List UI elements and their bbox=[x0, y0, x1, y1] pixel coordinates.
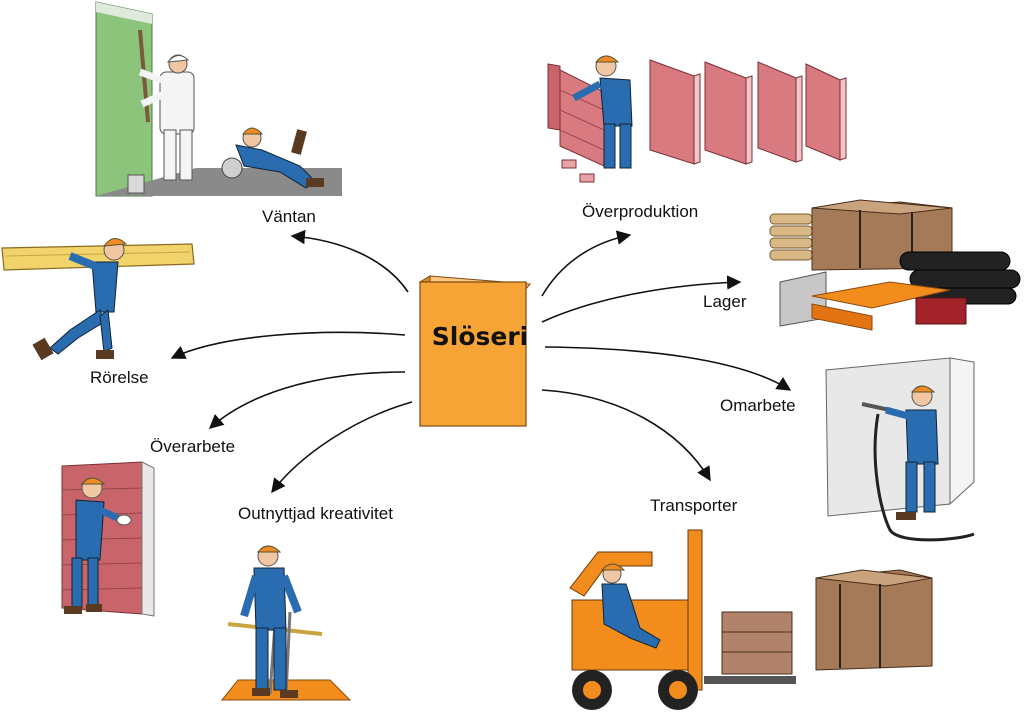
label-overarbete: Överarbete bbox=[150, 437, 236, 456]
unused-creativity-illustration bbox=[220, 545, 352, 701]
book-icon bbox=[418, 275, 532, 427]
label-vantan: Väntan bbox=[262, 207, 316, 226]
center-title: Slöseri bbox=[431, 322, 529, 351]
label-transporter: Transporter bbox=[650, 496, 738, 515]
arrow-rorelse bbox=[170, 331, 406, 359]
motion-illustration bbox=[1, 238, 195, 361]
transport-illustration bbox=[569, 529, 933, 710]
arrow-lager bbox=[541, 275, 742, 323]
brick-walls bbox=[649, 59, 847, 165]
arrow-transporter bbox=[541, 389, 711, 482]
arrow-overproduktion bbox=[541, 230, 632, 297]
overprocessing-illustration bbox=[61, 461, 155, 617]
arrow-kreativitet bbox=[271, 401, 413, 494]
label-kreativitet: Outnyttjad kreativitet bbox=[238, 504, 393, 523]
label-overproduktion: Överproduktion bbox=[582, 202, 699, 221]
arrow-omarbete bbox=[544, 346, 792, 391]
overproduction-illustration bbox=[547, 55, 847, 183]
inventory-illustration bbox=[769, 199, 1021, 331]
arrow-vantan bbox=[290, 229, 409, 293]
arrows bbox=[170, 229, 792, 494]
label-rorelse: Rörelse bbox=[90, 368, 149, 387]
label-lager: Lager bbox=[703, 292, 747, 311]
arrow-overarbete bbox=[208, 371, 406, 429]
waiting-illustration bbox=[95, 1, 342, 197]
rework-illustration bbox=[825, 357, 975, 542]
label-omarbete: Omarbete bbox=[720, 396, 796, 415]
